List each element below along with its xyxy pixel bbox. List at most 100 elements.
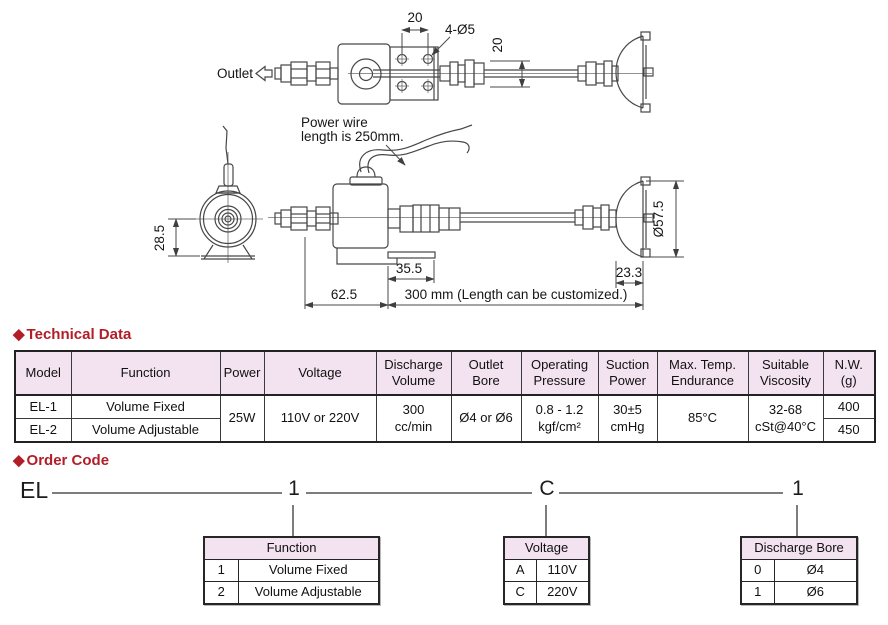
function-value-2: Volume Adjustable	[237, 581, 380, 605]
outlet-nozzle-top	[274, 61, 339, 86]
solenoid-bracket	[336, 248, 436, 265]
order-code-segment-voltage: C	[539, 477, 555, 500]
pump-front-view: 28.5	[152, 125, 263, 263]
cell-voltage: 110V or 220V	[263, 394, 377, 443]
technical-data-table: Model Function Power Voltage Discharge V…	[14, 350, 876, 443]
order-code-segment-bore: 1	[792, 477, 804, 500]
outlet-arrow-icon	[255, 65, 273, 82]
cell-discharge: 300 cc/min	[375, 394, 452, 443]
dim-tube-length: 300 mm (Length can be customized.)	[405, 287, 628, 302]
col-nw: N.W. (g)	[822, 350, 876, 396]
pump-body-top	[337, 43, 439, 105]
order-code-heading: ◆ Order Code	[13, 452, 109, 469]
voltage-table-title: Voltage	[503, 536, 590, 560]
dim-hole-spacing: 20	[407, 10, 422, 25]
function-table-title: Function	[203, 536, 380, 560]
function-code-table: Function 1 Volume Fixed 2 Volume Adjusta…	[203, 536, 380, 605]
table-row: 2 Volume Adjustable	[203, 581, 380, 605]
outlet-label: Outlet	[217, 66, 253, 81]
cell-pressure: 0.8 - 1.2 kgf/cm²	[520, 394, 599, 443]
table-row: 0 Ø4	[740, 559, 858, 582]
dim-body-length: 62.5	[331, 287, 357, 302]
cell-function-el2: Volume Adjustable	[70, 418, 221, 443]
power-wire-note-line2: length is 250mm.	[301, 129, 404, 144]
col-operating-pressure: Operating Pressure	[520, 350, 599, 396]
voltage-value-a: 110V	[535, 559, 590, 582]
function-code-2: 2	[203, 581, 239, 605]
col-max-temp: Max. Temp. Endurance	[656, 350, 749, 396]
voltage-code-a: A	[503, 559, 537, 582]
cell-max-temp: 85°C	[656, 394, 749, 443]
cell-model-el2: EL-2	[14, 418, 72, 443]
diamond-icon: ◆	[13, 326, 25, 343]
bore-code-1: 1	[740, 581, 775, 605]
table-row: EL-1 Volume Fixed 25W 110V or 220V 300 c…	[14, 394, 876, 443]
cell-power: 25W	[219, 394, 265, 443]
table-row: 1 Volume Fixed	[203, 559, 380, 582]
bore-value-1: Ø6	[773, 581, 858, 605]
table-row: EL-2 Volume Adjustable 450	[14, 418, 876, 443]
technical-data-heading-label: Technical Data	[26, 326, 132, 343]
pump-side-view: Power wire length is 250mm. Ø57.5 23.3 3…	[268, 115, 684, 310]
col-outlet-bore: Outlet Bore	[450, 350, 522, 396]
col-suction-power: Suction Power	[597, 350, 658, 396]
dim-strainer-depth: 23.3	[616, 265, 642, 280]
cell-outlet-bore: Ø4 or Ø6	[450, 394, 522, 443]
discharge-bore-table-title: Discharge Bore	[740, 536, 858, 560]
table-header-row: Model Function Power Voltage Discharge V…	[14, 350, 876, 396]
col-power: Power	[219, 350, 265, 396]
front-view-dimensions: 28.5	[152, 218, 200, 257]
table-row: A 110V	[503, 559, 590, 582]
cell-nw-el2: 450	[822, 418, 876, 443]
strainer-top	[615, 31, 654, 113]
connector-drop-line	[545, 505, 547, 536]
order-code-segment-function: 1	[288, 477, 300, 500]
technical-data-heading: ◆ Technical Data	[13, 326, 131, 343]
voltage-value-c: 220V	[535, 581, 590, 605]
connector-line	[52, 492, 282, 494]
dim-solenoid-width: 35.5	[396, 261, 422, 276]
connector-line	[306, 492, 532, 494]
dim-strainer-diameter: Ø57.5	[651, 201, 666, 238]
side-view-dimensions: Ø57.5 23.3 35.5 62.5 300 mm (Length can …	[304, 180, 684, 310]
table-row: C 220V	[503, 581, 590, 605]
voltage-code-c: C	[503, 581, 537, 605]
cell-model-el1: EL-1	[14, 394, 72, 419]
col-voltage: Voltage	[263, 350, 377, 396]
order-code-prefix: EL	[20, 477, 49, 503]
pump-top-view: 20 4-Ø5 20 Outlet	[217, 10, 654, 113]
strainer-side	[615, 176, 654, 258]
col-discharge-volume: Discharge Volume	[375, 350, 452, 396]
power-wire-note: Power wire length is 250mm.	[301, 115, 406, 166]
suction-tube-top	[373, 59, 619, 88]
cell-suction: 30±5 cmHg	[597, 394, 658, 443]
cell-nw-el1: 400	[822, 394, 876, 419]
col-viscosity: Suitable Viscosity	[747, 350, 824, 396]
pump-technical-drawing: 20 4-Ø5 20 Outlet	[152, 10, 684, 310]
outlet-nozzle-side	[274, 206, 339, 231]
voltage-code-table: Voltage A 110V C 220V	[503, 536, 590, 605]
col-model: Model	[14, 350, 72, 396]
power-wire-note-line1: Power wire	[301, 115, 368, 130]
dim-base-height: 28.5	[152, 225, 167, 251]
diamond-icon: ◆	[13, 452, 25, 469]
order-code-heading-label: Order Code	[26, 452, 110, 469]
dim-holes-callout: 4-Ø5	[445, 22, 475, 37]
connector-drop-line	[796, 505, 798, 536]
pump-body-side	[332, 124, 473, 249]
mounting-holes	[395, 52, 435, 93]
discharge-bore-code-table: Discharge Bore 0 Ø4 1 Ø6	[740, 536, 858, 605]
bore-value-0: Ø4	[773, 559, 858, 582]
suction-tube-side	[387, 204, 617, 233]
bore-code-0: 0	[740, 559, 775, 582]
cell-function-el1: Volume Fixed	[70, 394, 221, 419]
dim-tube-od: 20	[490, 37, 505, 52]
function-value-1: Volume Fixed	[237, 559, 380, 582]
col-function: Function	[70, 350, 221, 396]
connector-drop-line	[292, 505, 294, 536]
connector-line	[559, 492, 783, 494]
top-view-dimensions: 20 4-Ø5 20 Outlet	[217, 10, 530, 88]
cell-viscosity: 32-68 cSt@40°C	[747, 394, 824, 443]
table-row: 1 Ø6	[740, 581, 858, 605]
